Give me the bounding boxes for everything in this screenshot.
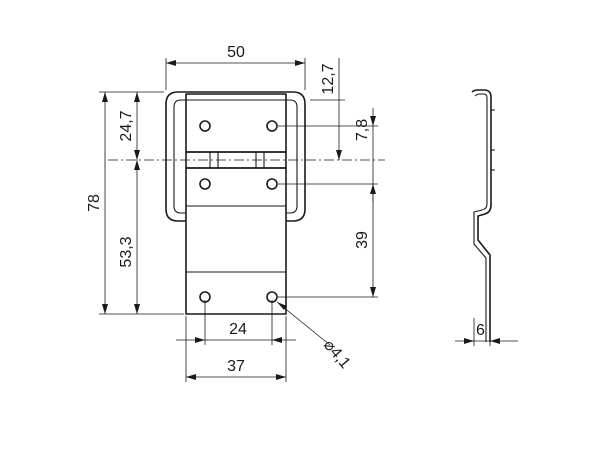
mounting-hole xyxy=(266,120,278,132)
dimension-lines xyxy=(99,58,378,382)
mounting-hole xyxy=(266,178,278,190)
side-view xyxy=(455,89,518,346)
mounting-hole xyxy=(199,120,211,132)
dimension-labels: 50 78 24,7 53,3 12,7 7,8 39 24 37 ⌀4,1 6 xyxy=(86,44,485,375)
dim-side-depth: 6 xyxy=(476,322,485,339)
lower-plate xyxy=(185,167,287,315)
front-view xyxy=(108,91,385,315)
wire-loop-outer xyxy=(165,91,306,222)
side-profile xyxy=(471,89,492,342)
dim-lower-height: 53,3 xyxy=(118,236,135,267)
dim-hole-spacing-small: 7,8 xyxy=(354,119,371,141)
dim-plate-width: 37 xyxy=(227,358,245,375)
dim-total-height: 78 xyxy=(86,194,103,212)
dim-offset-top: 12,7 xyxy=(320,63,337,94)
wire-loop-inner xyxy=(173,99,298,214)
dim-hole-spacing-horizontal: 24 xyxy=(229,321,247,338)
side-profile-inner xyxy=(473,93,488,342)
dim-hole-spacing-vertical: 39 xyxy=(354,231,371,249)
dim-hole-diameter: ⌀4,1 xyxy=(320,337,354,372)
dim-upper-height: 24,7 xyxy=(118,110,135,141)
mounting-hole xyxy=(199,178,211,190)
dim-overall-width: 50 xyxy=(227,44,245,61)
